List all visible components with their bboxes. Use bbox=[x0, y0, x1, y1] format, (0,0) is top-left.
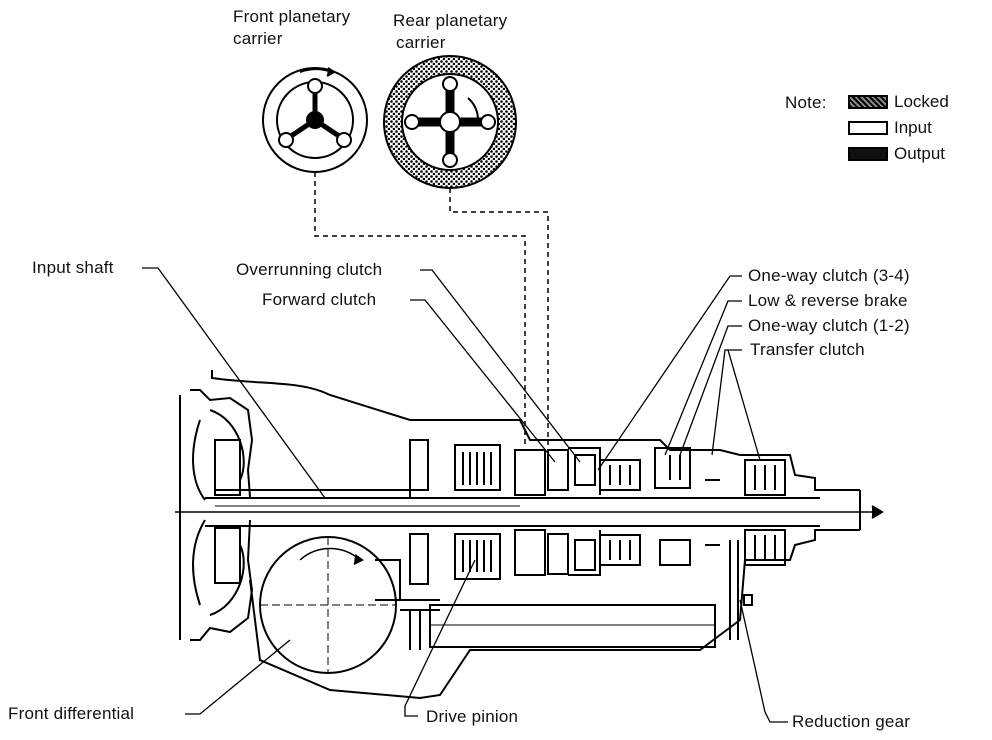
rear-carrier-title-line1: Rear planetary bbox=[393, 11, 508, 30]
label-input-shaft: Input shaft bbox=[32, 258, 114, 277]
front-carrier-title-line2: carrier bbox=[233, 29, 283, 48]
output-swatch-icon bbox=[848, 147, 888, 161]
legend-item-output: Output bbox=[848, 144, 945, 164]
label-forward-clutch: Forward clutch bbox=[262, 290, 377, 309]
rear-planetary-carrier-icon bbox=[383, 55, 517, 189]
locked-swatch-icon bbox=[848, 95, 888, 109]
rear-carrier-title-line2: carrier bbox=[396, 33, 446, 52]
legend-item-locked: Locked bbox=[848, 92, 949, 112]
legend-label-input: Input bbox=[894, 118, 932, 137]
front-carrier-title-line1: Front planetary bbox=[233, 7, 351, 26]
input-swatch-icon bbox=[848, 121, 888, 135]
label-reduction-gear: Reduction gear bbox=[792, 712, 911, 731]
legend-title: Note: bbox=[785, 93, 827, 112]
front-planetary-carrier-icon bbox=[262, 67, 368, 173]
label-overrunning-clutch: Overrunning clutch bbox=[236, 260, 383, 279]
leader-lines bbox=[142, 267, 788, 723]
label-transfer-clutch: Transfer clutch bbox=[750, 340, 865, 359]
carrier-connector-lines bbox=[314, 172, 549, 445]
legend-item-input: Input bbox=[848, 118, 932, 138]
front-differential-icon bbox=[259, 536, 401, 674]
legend-label-locked: Locked bbox=[894, 92, 949, 111]
legend-label-output: Output bbox=[894, 144, 946, 163]
label-one-way-clutch-1-2: One-way clutch (1-2) bbox=[748, 316, 910, 335]
label-front-differential: Front differential bbox=[8, 704, 135, 723]
label-drive-pinion: Drive pinion bbox=[426, 707, 519, 726]
label-low-reverse-brake: Low & reverse brake bbox=[748, 291, 908, 310]
label-one-way-clutch-3-4: One-way clutch (3-4) bbox=[748, 266, 910, 285]
